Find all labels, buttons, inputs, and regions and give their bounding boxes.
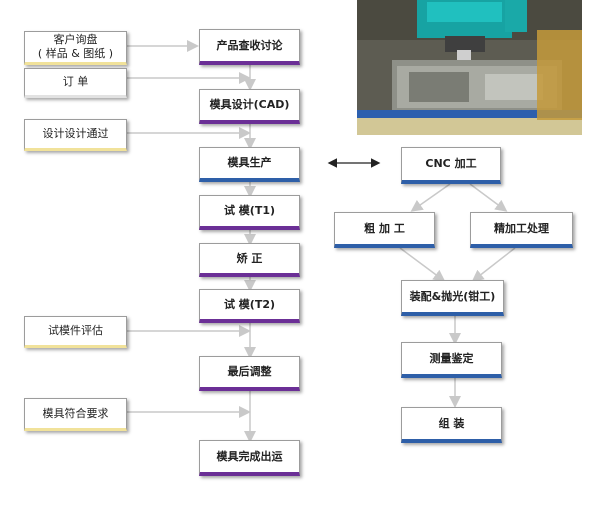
meets-requirements-box: 模具符合要求 [24, 398, 127, 431]
correction-box: 矫 正 [199, 243, 300, 277]
final-assembly-box: 组 装 [401, 407, 502, 443]
mold-shipment-label: 模具完成出运 [216, 449, 283, 463]
customer-inquiry-box: 客户询盘 ( 样品 & 图纸 ) [24, 31, 127, 65]
rough-machining-box: 粗 加 工 [334, 212, 435, 248]
mold-production-box: 模具生产 [199, 147, 300, 182]
arrow-cnc-to-finish [469, 183, 508, 212]
cnc-machine-photo [357, 0, 582, 135]
trial-t1-label: 试 模(T1) [223, 204, 276, 218]
mold-design-box: 模具设计(CAD) [199, 89, 300, 124]
order-box: 订 单 [24, 68, 127, 98]
final-adjust-label: 最后调整 [227, 365, 272, 379]
cnc-box: CNC 加工 [401, 147, 501, 184]
finish-machining-box: 精加工处理 [470, 212, 573, 248]
arrow-cnc-to-rough [410, 183, 451, 212]
arrow-finish-to-assembly [471, 247, 516, 282]
final-adjust-box: 最后调整 [199, 356, 300, 391]
final-assembly-label: 组 装 [438, 416, 465, 430]
cnc-machine-illustration [357, 0, 582, 135]
arrow-rough-to-assembly [399, 247, 446, 282]
assembly-polish-box: 装配&抛光(钳工) [401, 280, 504, 316]
rough-machining-label: 粗 加 工 [364, 221, 405, 235]
order-label: 订 单 [62, 75, 89, 89]
meets-requirements-label: 模具符合要求 [42, 406, 109, 420]
mold-shipment-box: 模具完成出运 [199, 440, 300, 476]
trial-t1-box: 试 模(T1) [199, 195, 300, 230]
mold-design-label: 模具设计(CAD) [209, 98, 290, 112]
finish-machining-label: 精加工处理 [494, 221, 549, 235]
measurement-label: 测量鉴定 [429, 351, 474, 365]
design-approved-label: 设计设计通过 [42, 127, 109, 141]
customer-inquiry-subtitle: ( 样品 & 图纸 ) [37, 47, 114, 60]
trial-evaluation-box: 试模件评估 [24, 316, 127, 348]
customer-inquiry-title: 客户询盘 [53, 33, 98, 47]
design-approved-box: 设计设计通过 [24, 119, 127, 151]
trial-evaluation-label: 试模件评估 [48, 324, 103, 338]
product-review-box: 产品查收讨论 [199, 29, 300, 65]
cnc-label: CNC 加工 [425, 157, 477, 171]
correction-label: 矫 正 [236, 251, 263, 265]
measurement-box: 测量鉴定 [401, 342, 502, 378]
trial-t2-label: 试 模(T2) [223, 297, 276, 311]
assembly-polish-label: 装配&抛光(钳工) [409, 289, 496, 303]
mold-production-label: 模具生产 [227, 156, 272, 170]
product-review-label: 产品查收讨论 [216, 38, 283, 52]
trial-t2-box: 试 模(T2) [199, 289, 300, 323]
